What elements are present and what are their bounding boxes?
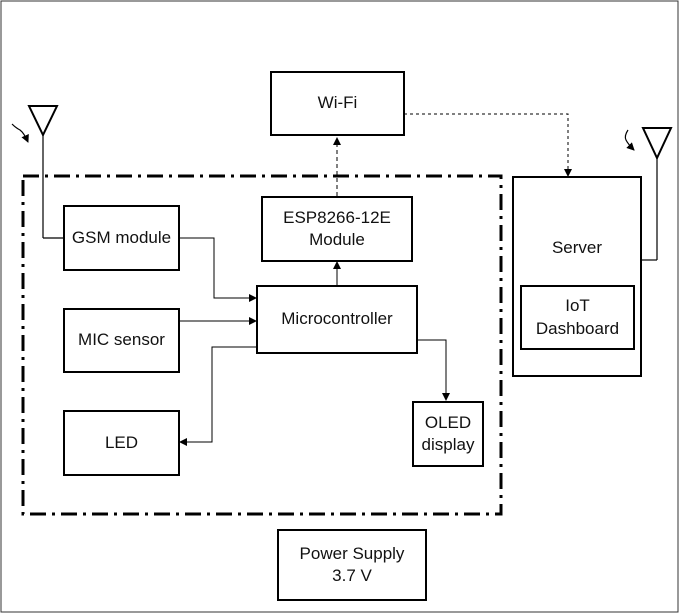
wifi-label: Wi-Fi [317, 93, 358, 113]
antenna-icon [624, 127, 673, 261]
power-supply-block: Power Supply 3.7 V [277, 529, 427, 601]
mcu-to-led-arrow [179, 346, 256, 446]
esp-label-line1: ESP8266-12E [283, 207, 391, 227]
wifi-block: Wi-Fi [270, 71, 405, 136]
gsm-module-block: GSM module [63, 205, 180, 271]
mic-sensor-block: MIC sensor [63, 308, 180, 373]
iot-dashboard-block: IoT Dashboard [520, 285, 635, 350]
led-label: LED [104, 432, 139, 452]
wifi-to-server-arrow [404, 113, 572, 177]
gsm-to-mcu-arrow [180, 237, 257, 302]
mcu-label: Microcontroller [281, 309, 393, 329]
iot-label-line1: IoT [565, 296, 590, 316]
gsm-label: GSM module [71, 227, 172, 247]
esp-module-block: ESP8266-12E Module [261, 196, 413, 262]
oled-label-line2: display [421, 435, 475, 454]
oled-display-block: OLED display [412, 401, 484, 467]
esp-label-line2: Module [309, 230, 365, 249]
power-label-line2: 3.7 V [332, 566, 372, 585]
server-label: Server [551, 238, 603, 257]
mic-label: MIC sensor [78, 330, 165, 350]
oled-label-line1: OLED [424, 412, 472, 432]
microcontroller-block: Microcontroller [256, 285, 418, 354]
iot-label-line2: Dashboard [535, 318, 620, 338]
led-block: LED [63, 410, 180, 476]
power-label-line1: Power Supply [299, 543, 405, 563]
mcu-to-oled-arrow [418, 339, 450, 401]
antenna-icon [11, 105, 65, 239]
device-enclosure [21, 174, 503, 516]
